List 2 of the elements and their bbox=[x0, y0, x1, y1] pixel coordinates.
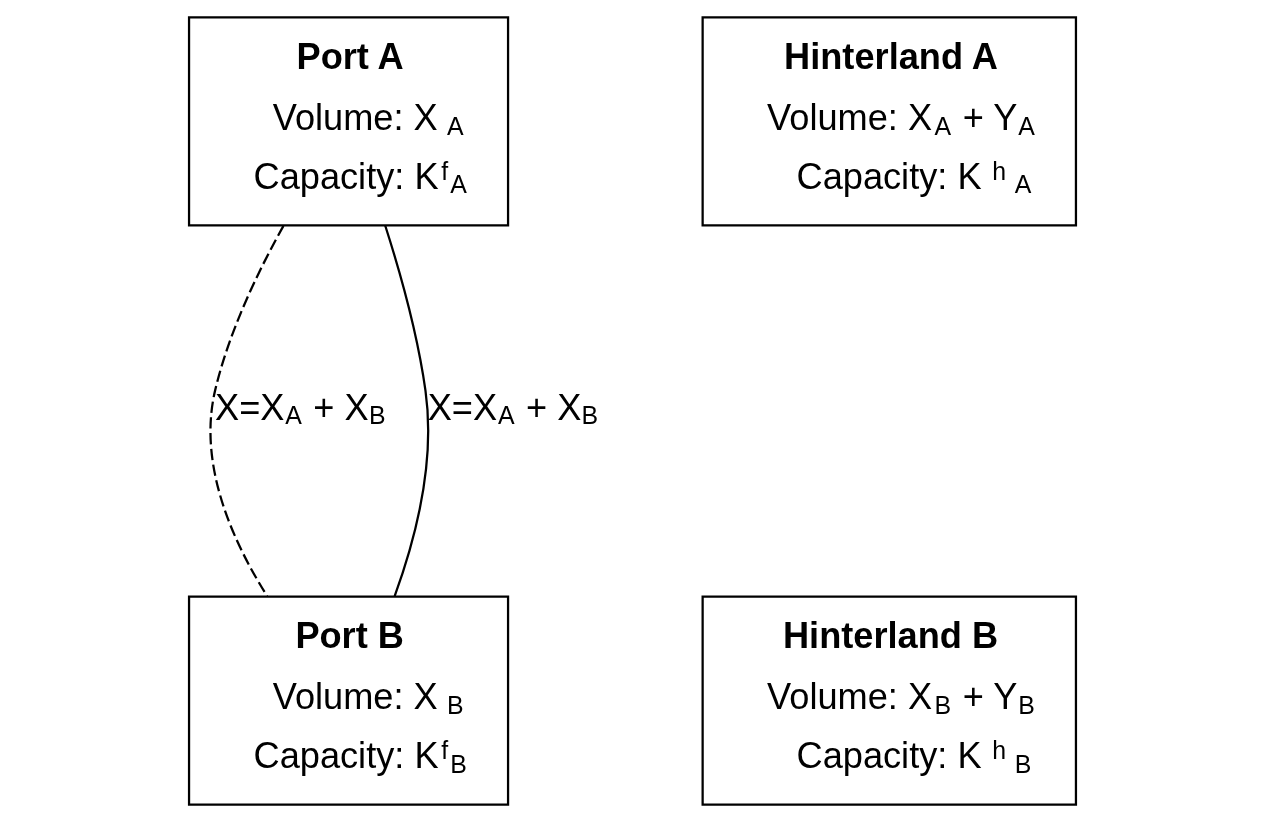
connector bbox=[384, 225, 430, 597]
connector bbox=[209, 225, 285, 597]
